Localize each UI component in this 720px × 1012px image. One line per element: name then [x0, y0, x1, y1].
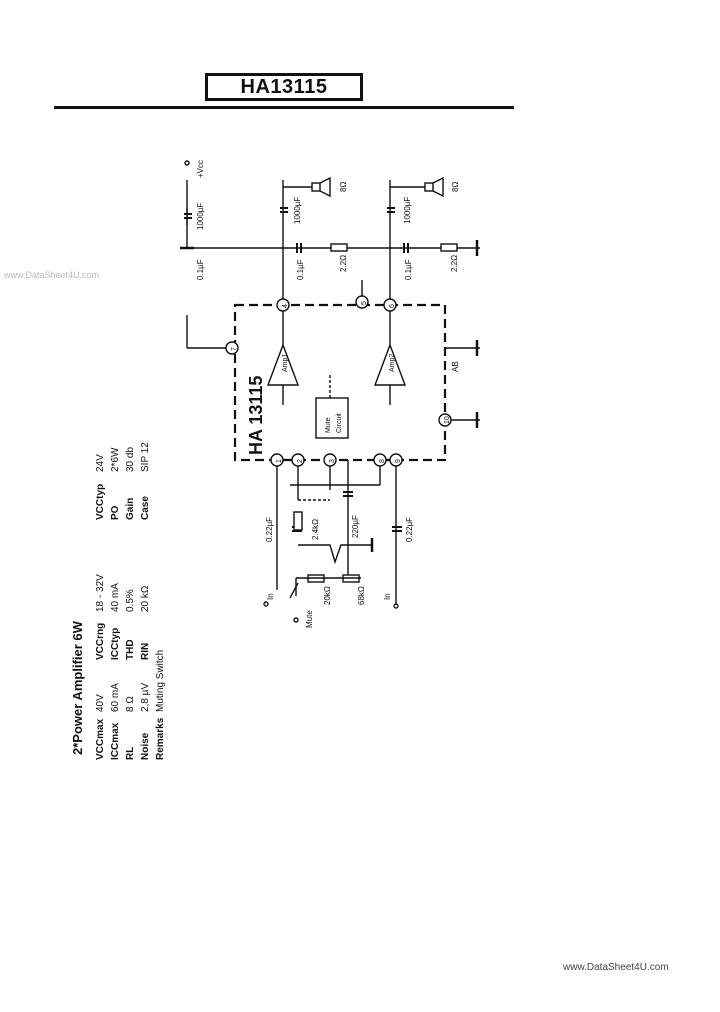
- spec-c2-label-0: VCCrng: [95, 623, 106, 660]
- pin-10-label: 10: [444, 416, 451, 424]
- watermark-bottom: www.DataSheet4U.com: [563, 962, 669, 973]
- spec-c1-value-2: 8 Ω: [125, 696, 136, 712]
- speaker-a-label: 8Ω: [339, 182, 348, 192]
- header-rule: [54, 106, 514, 109]
- cap-022-a: 0.22µF: [265, 517, 274, 542]
- watermark-top: www.DataSheet4U.com: [4, 270, 100, 280]
- pin-6-icon: [383, 298, 397, 312]
- spec-c3-label-2: Gain: [125, 498, 136, 520]
- spec-c2-value-3: 20 kΩ: [140, 585, 151, 612]
- mute-circuit-label-1: Mute: [325, 417, 332, 433]
- pin-2-label: 2: [297, 459, 304, 463]
- spec-c1-value-1: 60 mA: [110, 683, 121, 712]
- spec-c2-value-1: 40 mA: [110, 583, 121, 612]
- pin-10-icon: [438, 413, 452, 427]
- spec-heading: 2*Power Amplifier 6W: [70, 620, 85, 755]
- spec-c1-label-3: Noise: [140, 732, 151, 760]
- pin-8-label: 8: [379, 459, 386, 463]
- pin-6-label: 6: [389, 304, 396, 308]
- supply-label: +Vcc: [196, 160, 205, 178]
- spec-c3-value-2: 30 db: [125, 447, 136, 472]
- part-number-title: HA13115: [205, 73, 363, 101]
- spec-c3-label-1: PO: [110, 505, 121, 520]
- pin-2-icon: [291, 453, 305, 467]
- spec-c1-label-2: RL: [125, 747, 136, 760]
- res-68k: 68kΩ: [357, 586, 366, 605]
- in-a-label: In: [266, 593, 275, 600]
- pin-8-icon: [373, 453, 387, 467]
- speaker-b-label: 8Ω: [451, 182, 460, 192]
- spec-c1-value-0: 40V: [95, 694, 106, 712]
- pin-1-label: 1: [276, 459, 283, 463]
- spec-c1-value-3: 2,8 µV: [140, 683, 151, 712]
- ab-label: AB: [451, 361, 460, 372]
- spec-c3-value-0: 24V: [95, 454, 106, 472]
- cap-01-b: 0.1µF: [296, 259, 305, 280]
- pin-4-label: 4: [282, 304, 289, 308]
- res-22-a: 2.2Ω: [339, 255, 348, 272]
- spec-c2-value-2: 0.5%: [125, 589, 136, 612]
- pin-9-icon: [389, 453, 403, 467]
- pin-9-label: 9: [395, 459, 402, 463]
- spec-c2-label-3: RIN: [140, 643, 151, 660]
- spec-c1-label-1: ICCmax: [110, 722, 121, 760]
- spec-c1-label-0: VCCmax: [95, 718, 106, 760]
- spec-c2-label-1: ICCtyp: [110, 628, 121, 660]
- spec-c3-value-1: 2*6W: [110, 447, 121, 472]
- amp1-label: Amp1: [282, 354, 289, 372]
- cap-01-c: 0.1µF: [404, 259, 413, 280]
- cap-1000-a: 1000µF: [196, 203, 205, 230]
- pin-4-icon: [276, 298, 290, 312]
- pin-7-icon: [225, 341, 239, 355]
- pin-5-label: 5: [361, 301, 368, 305]
- cap-01-a: 0.1µF: [196, 259, 205, 280]
- pin-3-icon: [323, 453, 337, 467]
- res-22-b: 2.2Ω: [450, 255, 459, 272]
- cap-1000-b: 1000µF: [293, 197, 302, 224]
- spec-c2-value-0: 18 - 32V: [95, 574, 106, 612]
- spec-c2-label-2: THD: [125, 639, 136, 660]
- in-b-label: In: [383, 593, 392, 600]
- pin-7-label: 7: [231, 347, 238, 351]
- spec-c3-label-3: Case: [140, 496, 151, 520]
- res-20k: 20kΩ: [323, 586, 332, 605]
- amp2-label: Amp2: [389, 354, 396, 372]
- mute-circuit-label-2: Circuit: [336, 413, 343, 433]
- pin-5-icon: [355, 295, 369, 309]
- res-24k: 2.4kΩ: [311, 519, 320, 540]
- spec-c1-value-4: Muting Switch: [155, 650, 166, 712]
- spec-c1-label-4: Remarks: [155, 717, 166, 760]
- pin-1-icon: [270, 453, 284, 467]
- spec-c3-label-0: VCCtyp: [95, 484, 106, 520]
- spec-c3-value-3: SIP 12: [140, 442, 151, 472]
- ic-label: HA 13115: [246, 376, 266, 455]
- pin-3-label: 3: [329, 459, 336, 463]
- cap-220: 220µF: [351, 515, 360, 538]
- cap-1000-c: 1000µF: [403, 197, 412, 224]
- mute-label: Mute: [305, 610, 314, 628]
- cap-022-b: 0.22µF: [405, 517, 414, 542]
